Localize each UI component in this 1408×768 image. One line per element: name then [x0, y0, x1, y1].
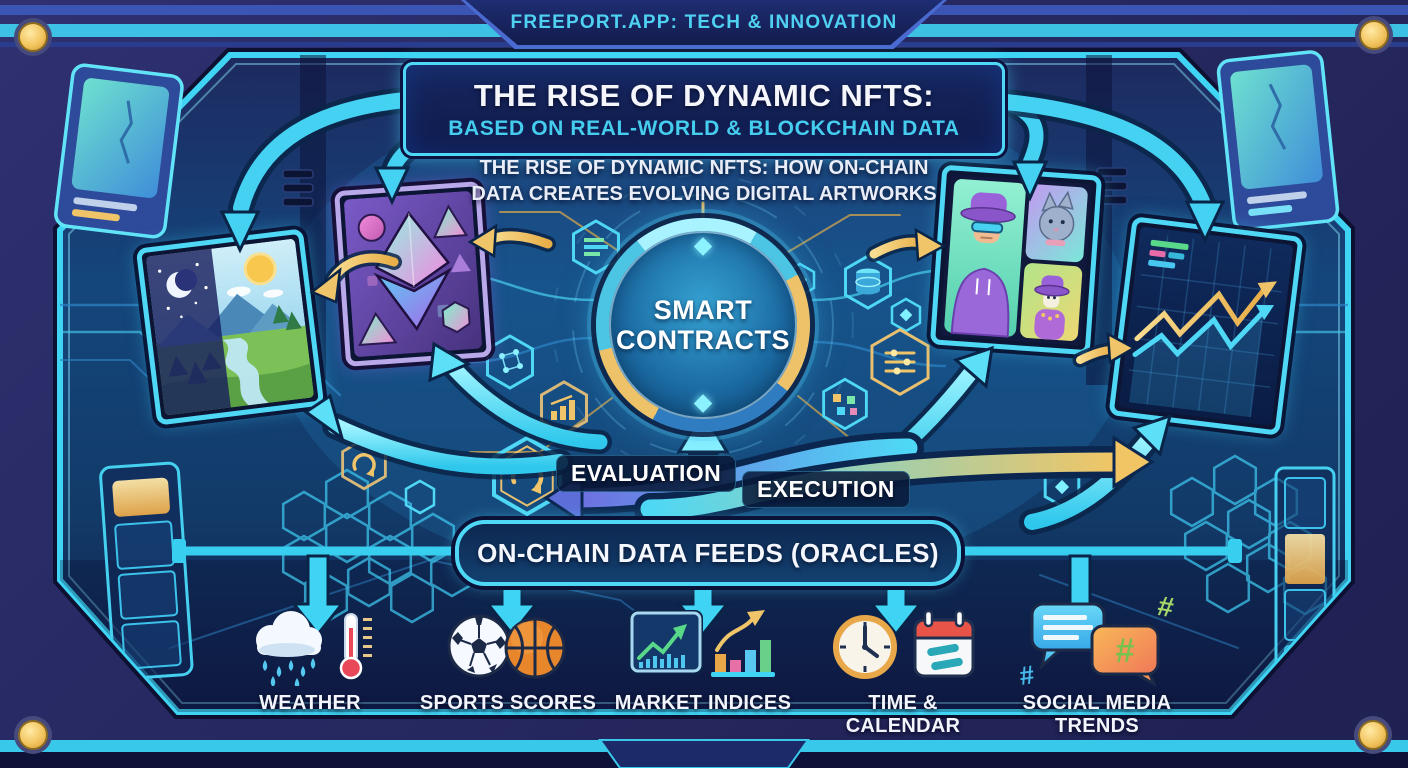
rain-cloud-icon: [256, 611, 322, 686]
social-bubbles-icon: # # #: [1017, 590, 1176, 686]
triangle-shape: [432, 204, 469, 239]
avatar-hoodie-guy: [950, 192, 1016, 338]
svg-text:#: #: [1116, 632, 1135, 670]
feed-label-market: MARKET INDICES: [614, 692, 792, 714]
subtitle-line-1: THE RISE OF DYNAMIC NFTS: HOW ON-CHAIN: [479, 157, 929, 179]
site-banner-inner: FREEPORT.APP: TECH & INNOVATION: [465, 0, 943, 45]
cyan-trend-line: [1132, 309, 1266, 358]
subtitle: THE RISE OF DYNAMIC NFTS: HOW ON-CHAIN D…: [374, 155, 1034, 207]
chat-bubble-blue-icon: [1030, 602, 1106, 671]
feed-weather: WEATHER: [215, 600, 405, 715]
hexagon-shape: [441, 300, 471, 334]
rain-cloud-thermometer-icon: [256, 611, 372, 686]
chat-bubble-orange-icon: #: [1090, 624, 1160, 686]
oracle-banner: ON-CHAIN DATA FEEDS (ORACLES): [455, 520, 961, 586]
hexagon-molecule-icon: [486, 334, 534, 390]
nft-panel-landscape: [135, 228, 325, 426]
corner-card-left: [54, 63, 184, 239]
day-night-landscape-artwork: [145, 238, 315, 416]
title-line-2: BASED ON REAL-WORLD & BLOCKCHAIN DATA: [448, 116, 960, 140]
subtitle-line-2: DATA CREATES EVOLVING DIGITAL ARTWORKS: [471, 183, 937, 205]
avatar-collection-artwork: [939, 174, 1093, 346]
circle-shape: [357, 213, 386, 242]
chart-legend: [1148, 239, 1189, 269]
market-chart-icon: [629, 610, 775, 677]
smart-contracts-label: SMART CONTRACTS: [616, 294, 790, 355]
vent-slats-left: [282, 169, 314, 207]
thermometer-icon: [339, 613, 372, 680]
title-line-1: THE RISE OF DYNAMIC NFTS:: [473, 77, 935, 113]
hexagon-right-icon: [1043, 466, 1081, 508]
rising-market-chart-artwork: [1118, 226, 1294, 426]
avatar-small-figure: [1034, 275, 1070, 340]
clock-calendar-icon: [833, 609, 975, 679]
hexagon-settings-icon: [870, 328, 930, 396]
title-box: THE RISE OF DYNAMIC NFTS: BASED ON REAL-…: [403, 62, 1005, 156]
gold-trend-line: [1134, 287, 1267, 342]
hexagon-database-icon: [844, 254, 892, 310]
feed-social: # # # SOCIAL MEDIA TRENDS: [1002, 588, 1192, 738]
site-banner-label: FREEPORT.APP: TECH & INNOVATION: [510, 11, 898, 33]
corner-card-right: [1216, 50, 1340, 232]
hexagon-barchart-icon: [540, 380, 588, 436]
pillar-left: [99, 461, 194, 681]
nft-panel-chart: [1108, 216, 1304, 436]
feed-time: TIME & CALENDAR: [808, 600, 998, 738]
avatar-cat: [1038, 190, 1075, 247]
corner-rivets: [14, 16, 1393, 754]
stars: [158, 262, 208, 319]
hexagon-nodes: [341, 219, 1081, 516]
smart-contracts-node: SMART CONTRACTS: [596, 218, 810, 432]
feed-label-social: SOCIAL MEDIA TRENDS: [1022, 692, 1172, 737]
hexagon-document-icon: [572, 219, 620, 275]
feed-label-time: TIME & CALENDAR: [845, 692, 961, 737]
bottom-frame-band: [0, 739, 1408, 768]
feed-label-sports: SPORTS SCORES: [419, 692, 597, 714]
nft-panel-avatars: [929, 164, 1103, 356]
hashtag-glyph: #: [1017, 659, 1036, 686]
oracle-banner-label: ON-CHAIN DATA FEEDS (ORACLES): [477, 537, 939, 568]
stock-screen-icon: [629, 610, 703, 674]
feed-market: MARKET INDICES: [608, 600, 798, 715]
evaluation-label: EVALUATION: [556, 455, 737, 492]
hexagon-chips-icon: [822, 377, 868, 431]
triangle-shape: [358, 311, 398, 347]
oracle-connector-lines: [172, 539, 1242, 563]
soccer-basketball-icon: [447, 614, 566, 679]
bar-graph-icon: [711, 610, 775, 677]
feed-sports: SPORTS SCORES: [413, 600, 603, 715]
clock-icon: [833, 615, 897, 679]
basketball-icon: [504, 617, 566, 679]
hashtag-glyph: #: [1155, 590, 1176, 623]
soccer-ball-icon: [447, 614, 511, 678]
sun-icon: [243, 252, 277, 286]
site-banner: FREEPORT.APP: TECH & INNOVATION: [461, 0, 947, 49]
hexagon-swirl-icon: [341, 437, 387, 491]
execution-label: EXECUTION: [742, 471, 910, 508]
feed-label-weather: WEATHER: [259, 692, 361, 714]
calendar-icon: [913, 609, 975, 678]
